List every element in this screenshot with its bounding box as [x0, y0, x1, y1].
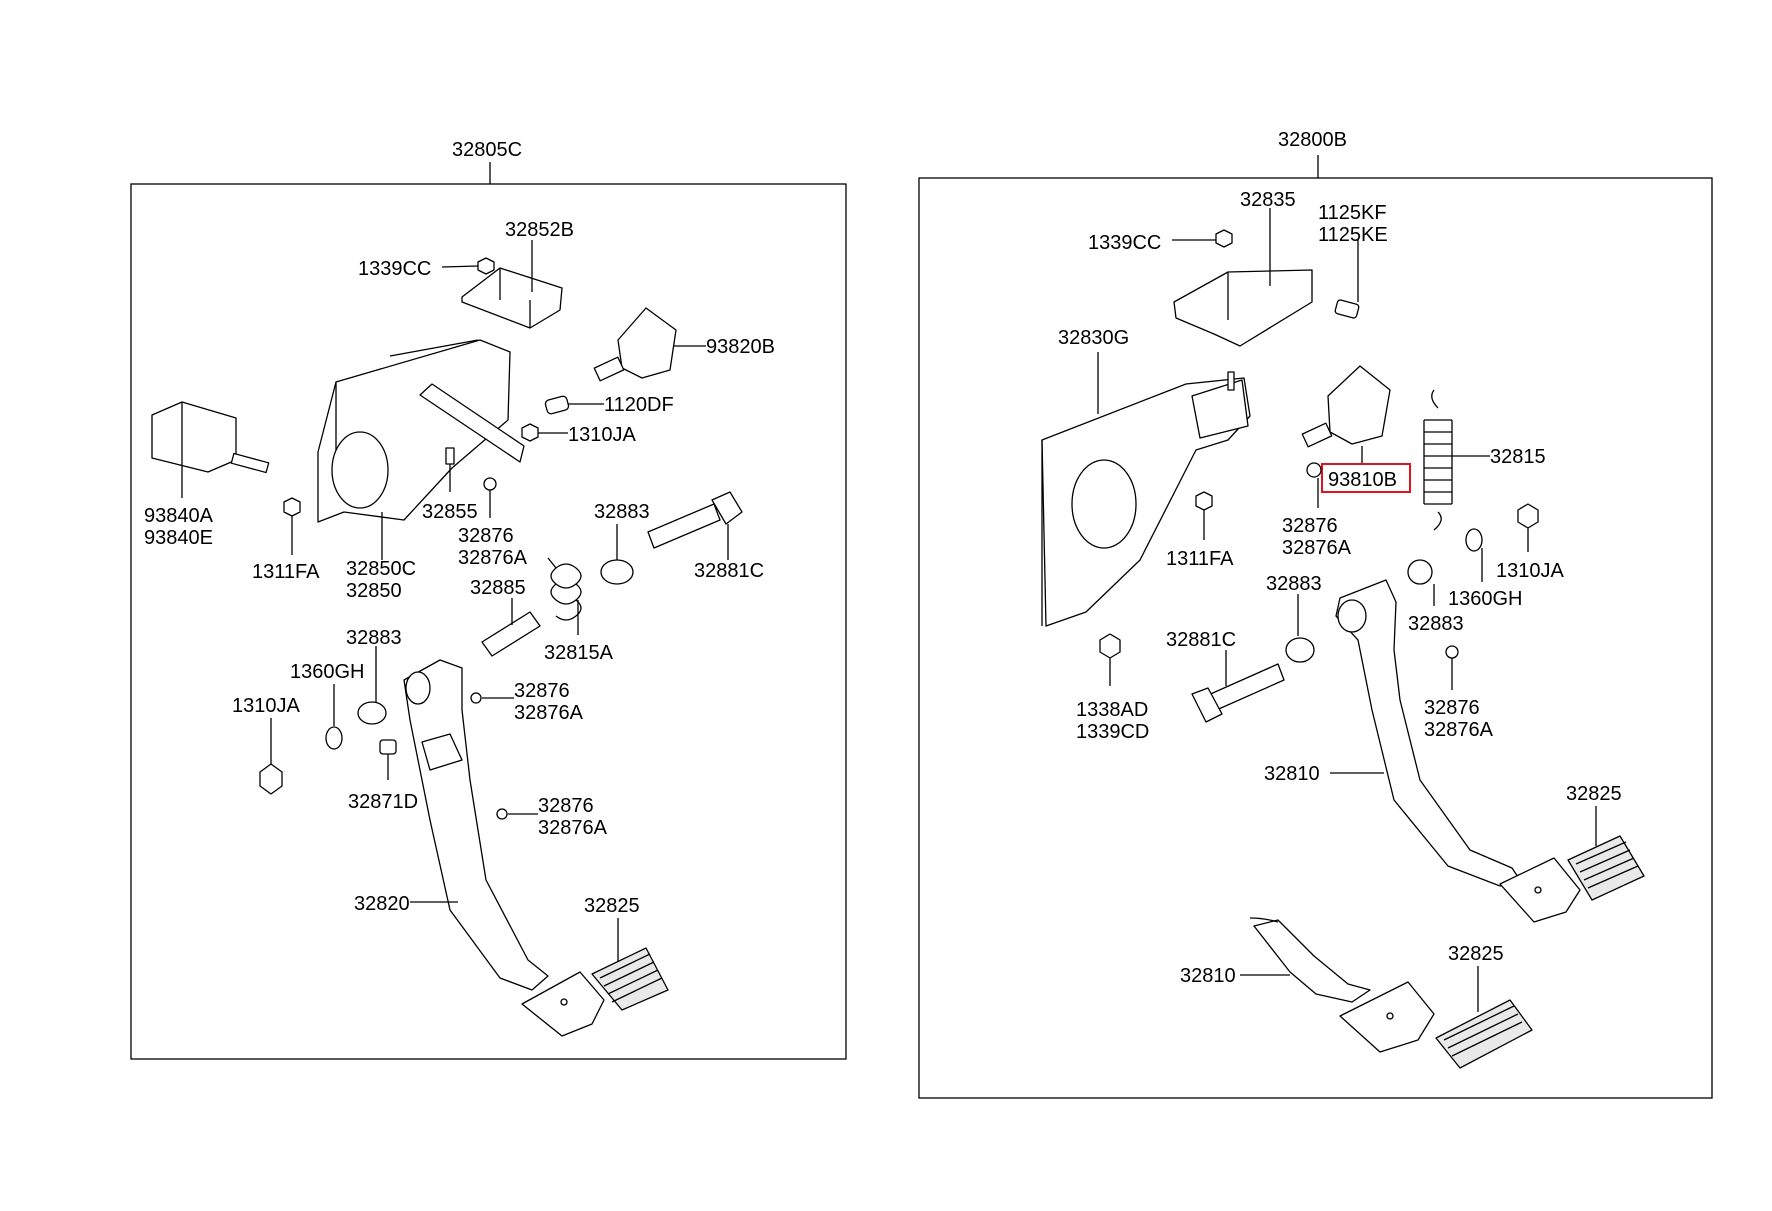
switch-93810b: [1301, 365, 1391, 448]
bushing-32876-lower-icon: [496, 808, 508, 820]
nut-1338ad-icon: [1099, 633, 1121, 659]
nut-1310ja-icon: [521, 423, 539, 442]
spring-32815a: [547, 557, 582, 621]
nut-1339cc-right-icon: [1215, 229, 1233, 248]
label-32876a-right-b[interactable]: 32876A: [1424, 719, 1494, 741]
label-1311fa-right[interactable]: 1311FA: [1166, 548, 1234, 570]
left-assembly-frame: [130, 183, 847, 1060]
nut-1311fa-icon: [283, 497, 301, 517]
label-1310ja-upper[interactable]: 1310JA: [568, 424, 636, 446]
label-1310ja-right[interactable]: 1310JA: [1496, 560, 1564, 582]
right-assembly-title[interactable]: 32800B: [1278, 129, 1347, 151]
bracket-32835: [1173, 269, 1313, 347]
right-assembly-frame: [918, 177, 1713, 1099]
label-32883-right-b[interactable]: 32883: [1266, 573, 1322, 595]
pedal-pad-32825-b: [1435, 999, 1533, 1069]
label-32883-lower[interactable]: 32883: [346, 627, 402, 649]
label-32810-a[interactable]: 32810: [1264, 763, 1320, 785]
right-assembly-group: 32800B 32835 1339CC 1125KF 1125KE 32830G: [918, 129, 1713, 1099]
sleeve-32885: [481, 611, 541, 657]
label-32876-right[interactable]: 32876: [1282, 515, 1338, 537]
label-32850c[interactable]: 32850C: [346, 558, 416, 580]
bushing-32876-upper-icon: [483, 477, 497, 491]
label-32881c-right[interactable]: 32881C: [1166, 629, 1236, 651]
bushing-32871d-icon: [379, 739, 397, 755]
label-32855[interactable]: 32855: [422, 501, 478, 523]
label-32830g[interactable]: 32830G: [1058, 327, 1129, 349]
bolt-32881c-right: [1191, 663, 1285, 723]
label-1338ad[interactable]: 1338AD: [1076, 699, 1148, 721]
bushing-32883-upper-icon: [600, 559, 634, 585]
label-32885[interactable]: 32885: [470, 577, 526, 599]
label-93840a[interactable]: 93840A: [144, 505, 214, 527]
label-1360gh-right[interactable]: 1360GH: [1448, 588, 1523, 610]
label-32835-right[interactable]: 32835: [1240, 189, 1296, 211]
label-1339cc-right[interactable]: 1339CC: [1088, 232, 1161, 254]
stud-32855-icon: [445, 447, 455, 465]
label-93840e[interactable]: 93840E: [144, 527, 213, 549]
bolt-32881c: [647, 491, 743, 549]
label-32815-right[interactable]: 32815: [1490, 446, 1546, 468]
label-32876a-lower[interactable]: 32876A: [538, 817, 608, 839]
label-32876a-upper[interactable]: 32876A: [458, 547, 528, 569]
bracket-32852b: [461, 267, 563, 329]
label-32871d[interactable]: 32871D: [348, 791, 418, 813]
label-1360gh[interactable]: 1360GH: [290, 661, 365, 683]
bushing-32876-right-icon: [1306, 462, 1322, 478]
label-1339cc[interactable]: 1339CC: [358, 258, 431, 280]
label-32850[interactable]: 32850: [346, 580, 402, 602]
label-32881c[interactable]: 32881C: [694, 560, 764, 582]
label-93810b[interactable]: 93810B: [1328, 469, 1397, 491]
label-32883-right-a[interactable]: 32883: [1408, 613, 1464, 635]
label-1310ja-lower[interactable]: 1310JA: [232, 695, 300, 717]
pedal-arm-32810: [1335, 579, 1581, 923]
bolt-1125kf-icon: [1334, 299, 1360, 319]
pedal-arm-32820: [403, 659, 605, 1037]
pedal-pad-32825: [591, 947, 669, 1011]
pedal-pad-32825-a: [1567, 835, 1645, 901]
nut-1310ja-lower-icon: [259, 763, 283, 795]
nut-1339cc-icon: [477, 257, 495, 275]
label-1311fa[interactable]: 1311FA: [252, 561, 320, 583]
label-32876a-right[interactable]: 32876A: [1282, 537, 1352, 559]
bushing-32883-right-a-icon: [1407, 559, 1433, 585]
nut-1310ja-right-icon: [1517, 503, 1539, 529]
label-1339cd[interactable]: 1339CD: [1076, 721, 1149, 743]
pedal-bracket-32830g: [1041, 371, 1251, 627]
highlight-box-93810b: [1321, 463, 1411, 493]
label-32883-upper[interactable]: 32883: [594, 501, 650, 523]
label-1120df[interactable]: 1120DF: [604, 394, 674, 416]
pedal-bracket-32850c: [317, 339, 525, 523]
bushing-32883-lower-icon: [357, 701, 387, 725]
left-assembly-group: 32805C 1339CC 32852B 93820B 1120DF 1310J…: [130, 139, 847, 1060]
washer-1360gh-icon: [325, 726, 343, 750]
label-1125ke[interactable]: 1125KE: [1318, 224, 1388, 246]
label-32810-b[interactable]: 32810: [1180, 965, 1236, 987]
nut-1311fa-right-icon: [1195, 491, 1213, 511]
label-1125kf[interactable]: 1125KF: [1318, 202, 1387, 224]
pedal-arm-32810-lower: [1249, 917, 1435, 1053]
switch-93840a: [151, 401, 270, 474]
label-93820b[interactable]: 93820B: [706, 336, 775, 358]
label-32876-right-b[interactable]: 32876: [1424, 697, 1480, 719]
bushing-32876-right-b-icon: [1445, 645, 1459, 659]
bolt-1120df-icon: [544, 395, 570, 415]
label-32825[interactable]: 32825: [584, 895, 640, 917]
label-32876-upper[interactable]: 32876: [458, 525, 514, 547]
washer-1360gh-right-icon: [1465, 528, 1483, 552]
bushing-32876-middle-icon: [470, 692, 482, 704]
label-32852b[interactable]: 32852B: [505, 219, 574, 241]
label-32876-middle[interactable]: 32876: [514, 680, 570, 702]
label-32820[interactable]: 32820: [354, 893, 410, 915]
left-assembly-title[interactable]: 32805C: [452, 139, 522, 161]
label-32825-right-a[interactable]: 32825: [1566, 783, 1622, 805]
switch-93820b: [593, 307, 677, 382]
label-32876-lower[interactable]: 32876: [538, 795, 594, 817]
spring-32815: [1423, 389, 1453, 531]
label-32815a[interactable]: 32815A: [544, 642, 614, 664]
bushing-32883-right-b-icon: [1285, 637, 1315, 663]
label-32825-right-b[interactable]: 32825: [1448, 943, 1504, 965]
label-32876a-middle[interactable]: 32876A: [514, 702, 584, 724]
